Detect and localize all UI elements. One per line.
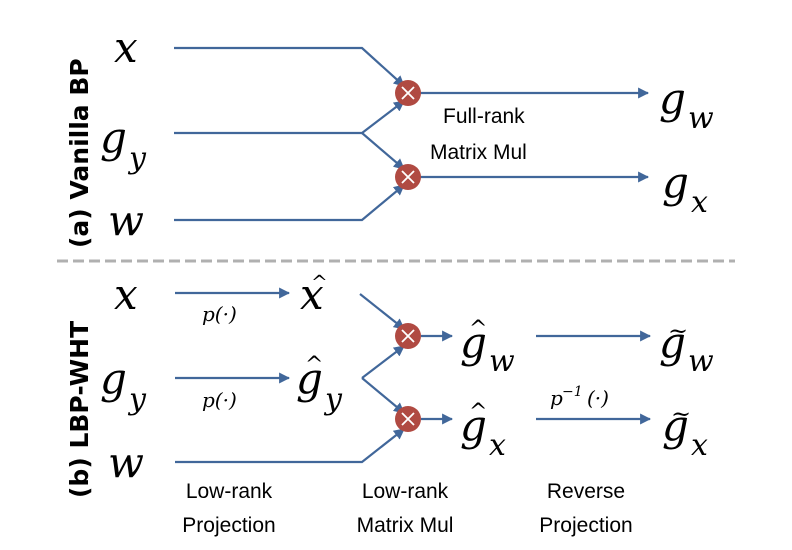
multiply-node-1 [395, 80, 421, 106]
panel-a-title: (a) Vanilla BP [65, 58, 94, 248]
projected-gy-hat: ^ g y [296, 353, 343, 417]
edge-gy-to-mul1 [174, 100, 405, 135]
input-gy-b: g y [100, 354, 147, 417]
input-x-b: x [114, 270, 138, 319]
svg-text:(·): (·) [587, 386, 609, 410]
svg-text:y: y [127, 141, 147, 176]
svg-text:g: g [662, 401, 689, 450]
svg-text:g: g [296, 354, 323, 403]
input-x: x [114, 23, 138, 72]
edge-x-to-mul1 [174, 46, 405, 87]
svg-text:g: g [662, 158, 689, 207]
svg-text:w: w [489, 344, 515, 379]
edge-xhat-to-mul1 [359, 293, 405, 330]
final-output-gw-tilde: ~ g w [659, 317, 714, 379]
op-label-line1: Full-rank [443, 105, 525, 128]
svg-text:~: ~ [671, 400, 691, 428]
projection-fn-1: p(·) [202, 302, 237, 326]
edge-w-to-mul2-b [175, 428, 405, 464]
edge-gy-to-mul2 [361, 132, 405, 170]
svg-text:x: x [300, 270, 324, 319]
final-output-gx-tilde: ~ g x [662, 400, 708, 463]
stage-label-3-line2: Projection [539, 514, 632, 537]
stage-label-1-line1: Low-rank [186, 480, 273, 503]
svg-text:g: g [100, 354, 127, 403]
output-gw: g w [659, 74, 714, 136]
svg-text:x: x [691, 185, 708, 220]
svg-text:^: ^ [311, 270, 328, 294]
stage-label-2-line1: Low-rank [362, 480, 449, 503]
input-w: w [108, 196, 144, 245]
multiply-node-b1 [395, 323, 421, 349]
svg-text:^: ^ [469, 400, 487, 425]
svg-text:y: y [127, 382, 147, 417]
stage-label-2-line2: Matrix Mul [357, 514, 454, 537]
multiply-node-2 [395, 164, 421, 190]
svg-text:g: g [659, 74, 686, 123]
op-label-line2: Matrix Mul [430, 141, 527, 164]
svg-text:g: g [100, 113, 127, 162]
input-gy: g y [100, 113, 147, 176]
svg-text:~: ~ [668, 317, 688, 345]
svg-text:^: ^ [305, 353, 323, 378]
stage-label-1-line2: Projection [182, 514, 275, 537]
multiply-node-b2 [395, 406, 421, 432]
svg-text:y: y [323, 382, 343, 417]
svg-text:^: ^ [469, 317, 487, 342]
mm-output-gx-hat: ^ g x [460, 400, 506, 463]
mm-output-gw-hat: ^ g w [460, 317, 515, 379]
reverse-projection-fn: p −1 (·) [550, 384, 609, 410]
svg-text:g: g [460, 401, 487, 450]
edge-gyhat-to-mul1 [361, 345, 405, 379]
svg-text:g: g [659, 318, 686, 367]
svg-text:w: w [688, 344, 714, 379]
output-gx: g x [662, 158, 708, 220]
edge-w-to-mul2 [174, 184, 405, 222]
svg-text:w: w [688, 101, 714, 136]
input-w-b: w [108, 438, 144, 487]
projected-x-hat: ^ x [300, 270, 328, 319]
svg-text:x: x [489, 428, 506, 463]
edge-gyhat-to-mul2 [361, 377, 405, 414]
svg-text:g: g [460, 318, 487, 367]
svg-text:p: p [550, 386, 563, 410]
panel-b-title: (b) LBP-WHT [65, 321, 94, 498]
projection-fn-2: p(·) [202, 388, 237, 412]
svg-text:−1: −1 [562, 384, 583, 400]
svg-text:x: x [691, 428, 708, 463]
stage-label-3-line1: Reverse [547, 480, 625, 503]
